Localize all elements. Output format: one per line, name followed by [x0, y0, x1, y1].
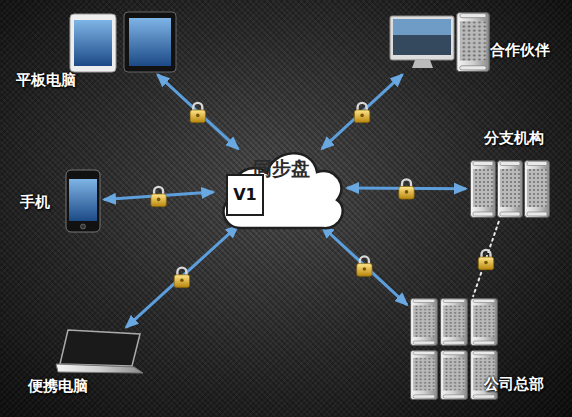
- phone-icon: [66, 170, 100, 232]
- tablet-frame: [70, 14, 116, 72]
- device-label: 手机: [20, 192, 50, 212]
- server-tower: [441, 350, 468, 399]
- lock-icon: [354, 103, 369, 123]
- monitor-screen: [393, 19, 451, 55]
- server-group: [471, 161, 550, 218]
- version-document: V1: [226, 174, 264, 216]
- lock-icon: [151, 187, 166, 207]
- lock-icon: [174, 268, 189, 288]
- server-tower: [498, 161, 523, 218]
- phone-body: [66, 170, 100, 232]
- tablet-screen: [74, 20, 112, 66]
- server-tower: [441, 298, 468, 345]
- sync-connector: [473, 222, 499, 296]
- device-label: 公司总部: [484, 374, 544, 394]
- lock-icon: [399, 179, 414, 199]
- phone-button: [81, 224, 86, 229]
- partner-node: 合作伙伴: [388, 10, 490, 72]
- server-tower: [471, 161, 496, 218]
- server-tower: [525, 161, 550, 218]
- tablet-frame: [124, 12, 176, 72]
- device-label: 平板电脑: [16, 70, 76, 90]
- laptop-icon: [56, 330, 143, 373]
- tower-computer: [457, 13, 490, 72]
- server-tower: [411, 298, 438, 345]
- monitor-stand: [412, 60, 433, 68]
- device-label: 合作伙伴: [490, 40, 550, 60]
- tablet-node: 平板电脑: [68, 12, 176, 72]
- monitor-screen: [393, 19, 451, 35]
- server-tower: [411, 350, 438, 399]
- device-label: 分支机构: [484, 128, 544, 148]
- laptop-node: 便携电脑: [58, 330, 142, 372]
- server-tower: [471, 298, 498, 345]
- monitor-frame: [390, 16, 454, 60]
- sync-connector: [322, 226, 407, 305]
- desktop-icon: [390, 13, 489, 72]
- lock-icon: [190, 103, 205, 123]
- tablet-icon: [70, 12, 176, 72]
- phone-node: 手机: [66, 170, 100, 232]
- phone-screen: [69, 179, 97, 221]
- branch-node: 分支机构: [470, 160, 550, 218]
- lock-icon: [478, 250, 493, 270]
- device-label: 便携电脑: [28, 376, 88, 396]
- tablet-screen: [129, 18, 171, 66]
- headquarters-node: 公司总部: [410, 298, 500, 400]
- laptop-base: [56, 364, 143, 373]
- cloud-outline: [224, 153, 343, 228]
- sync-connector: [126, 226, 238, 327]
- sync-connector: [158, 75, 239, 149]
- sync-connector: [322, 75, 403, 149]
- lock-icon: [357, 256, 372, 276]
- laptop-lid: [60, 330, 140, 366]
